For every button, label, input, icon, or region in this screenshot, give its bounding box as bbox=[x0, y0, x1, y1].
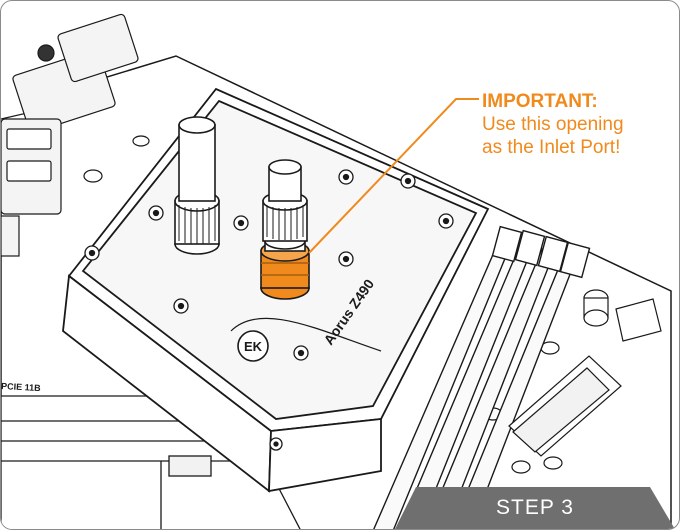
rear-io-ports bbox=[1, 13, 139, 257]
callout-line-2: as the Inlet Port! bbox=[482, 137, 621, 158]
ek-logo-icon bbox=[237, 330, 269, 362]
callout-leader-line bbox=[308, 98, 479, 254]
inlet-fitting bbox=[260, 159, 310, 300]
chip-component bbox=[615, 298, 662, 342]
ek-logo-glyph: EK bbox=[244, 339, 263, 354]
block-screws bbox=[84, 169, 454, 451]
step-tab-shape bbox=[395, 487, 675, 529]
callout-title: IMPORTANT: bbox=[482, 91, 598, 112]
callout-line-1: Use this opening bbox=[482, 114, 624, 135]
important-callout: IMPORTANT: Use this opening as the Inlet… bbox=[482, 90, 624, 159]
atx-power-connector bbox=[508, 355, 622, 457]
step-label: STEP 3 bbox=[496, 496, 574, 519]
left-fitting bbox=[174, 116, 220, 255]
step-tab: STEP 3 bbox=[394, 487, 676, 529]
dimm-slots bbox=[373, 225, 591, 529]
pcie-slot-label: PCIE 11B bbox=[1, 381, 41, 393]
